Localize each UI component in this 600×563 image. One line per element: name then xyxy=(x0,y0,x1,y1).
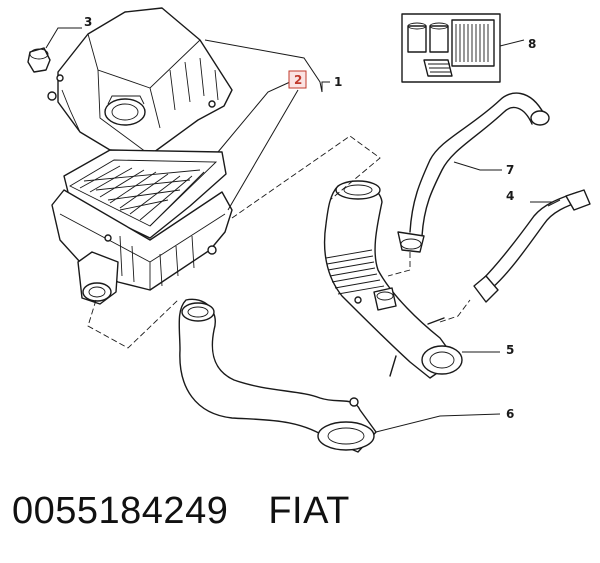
callout-2-highlight-box xyxy=(288,70,307,89)
part-5-intake-duct xyxy=(323,180,463,379)
callout-8: 8 xyxy=(528,37,536,51)
callout-3: 3 xyxy=(84,15,92,29)
part-1-airbox-cover xyxy=(47,7,233,156)
callout-labels: 3 1 2 8 7 4 5 6 xyxy=(84,15,536,421)
callout-4: 4 xyxy=(506,189,514,203)
airbox-lower-housing xyxy=(51,189,233,305)
brand-name: FIAT xyxy=(268,490,350,532)
part-6-lower-duct xyxy=(178,298,377,453)
part-3-cap xyxy=(27,47,51,73)
callout-7: 7 xyxy=(506,163,514,177)
part-number: 0055184249 xyxy=(12,490,229,532)
part-8-filter-kit xyxy=(401,13,501,83)
callout-1: 1 xyxy=(334,75,342,89)
assembly-dash-lines xyxy=(87,135,471,349)
callout-2: 2 xyxy=(294,73,302,87)
callout-5: 5 xyxy=(506,343,514,357)
part-4-breather-hose xyxy=(473,189,591,303)
leader-lines xyxy=(45,27,561,433)
part-caption: 0055184249 FIAT xyxy=(12,490,350,533)
parts-exploded-diagram: 3 1 2 8 7 4 5 6 xyxy=(27,7,591,453)
part-7-breather-hose xyxy=(397,92,550,253)
callout-6: 6 xyxy=(506,407,514,421)
